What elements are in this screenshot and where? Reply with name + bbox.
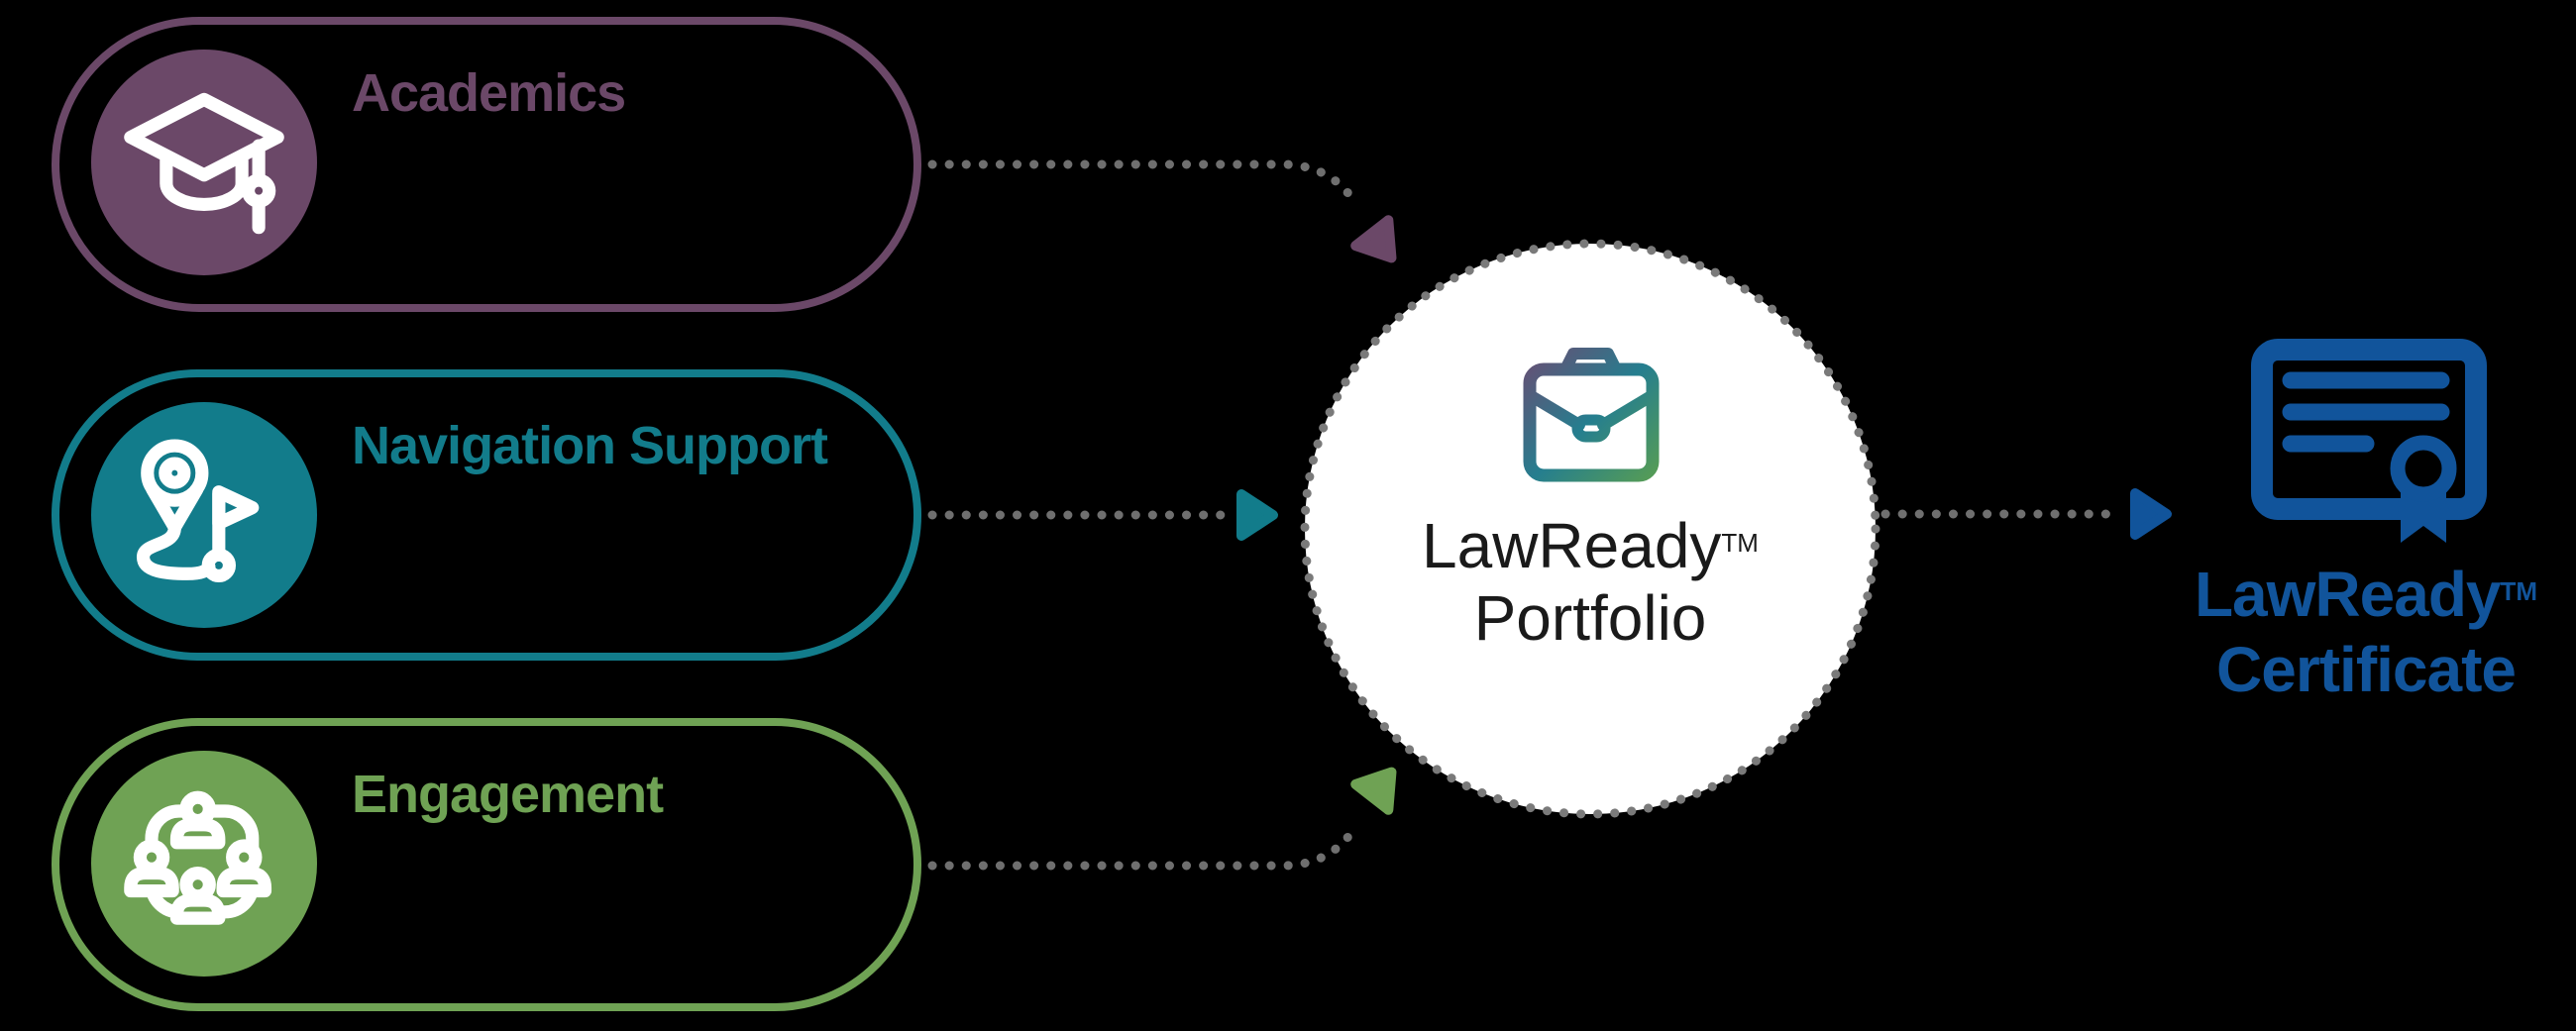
people-network-icon	[124, 790, 272, 925]
certificate-trademark: TM	[2500, 576, 2538, 606]
hub-title-line1: LawReady	[1422, 510, 1722, 582]
certificate-ribbon	[2401, 485, 2446, 543]
pill-navigation-support: Navigation Support	[52, 369, 921, 661]
academics-icon-badge	[91, 50, 317, 275]
briefcase-icon	[1523, 348, 1660, 482]
certificate-title-line1: LawReady	[2194, 559, 2502, 631]
connector-navigation-to-portfolio	[927, 489, 1278, 541]
route-map-icon	[136, 439, 260, 583]
hub-trademark: TM	[1721, 528, 1759, 558]
pill-engagement: Engagement	[52, 718, 921, 1011]
arrowhead-navigation	[1236, 489, 1278, 541]
arrowhead-engagement	[1350, 767, 1397, 815]
certificate-title: LawReadyTM Certificate	[2069, 554, 2576, 707]
certificate-icon	[2251, 339, 2487, 543]
connector-academics-to-portfolio	[927, 159, 1397, 263]
hub-title-line2: Portfolio	[1473, 582, 1707, 655]
arrowhead-academics	[1350, 215, 1397, 263]
portfolio-hub-circle	[1300, 239, 1880, 819]
certificate-title-line2: Certificate	[2216, 634, 2517, 706]
portfolio-hub-title: LawReadyTM Portfolio	[1293, 507, 1887, 655]
engagement-icon-badge	[91, 751, 317, 977]
connector-portfolio-to-certificate	[1880, 488, 2172, 540]
navigation-support-label: Navigation Support	[352, 416, 828, 475]
engagement-label: Engagement	[352, 765, 664, 824]
navigation-icon-badge	[91, 402, 317, 628]
certificate-seal	[2390, 435, 2457, 502]
arrowhead-certificate	[2130, 488, 2172, 540]
connector-engagement-to-portfolio	[927, 767, 1397, 871]
academics-label: Academics	[352, 63, 626, 123]
pill-academics: Academics	[52, 17, 921, 312]
graduation-cap-icon	[124, 92, 284, 235]
